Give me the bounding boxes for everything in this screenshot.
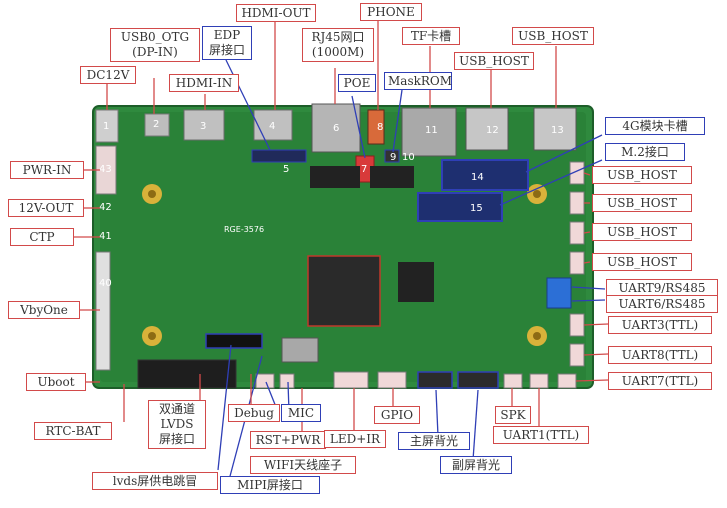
label-ctp: CTP xyxy=(10,228,74,246)
connector-number-41: 41 xyxy=(99,231,112,242)
connector-number-6: 6 xyxy=(333,123,339,134)
label-usb-host-r4: USB_HOST xyxy=(592,253,692,271)
label-m2: M.2接口 xyxy=(605,143,685,161)
rj45-port xyxy=(311,103,361,153)
label-phone: PHONE xyxy=(360,3,422,21)
label-gpio: GPIO xyxy=(374,406,420,424)
right-headers xyxy=(569,161,585,367)
label-pwr-in: PWR-IN xyxy=(10,161,84,179)
label-hdmi-out: HDMI-OUT xyxy=(236,4,316,22)
sub-backlight-header xyxy=(457,371,499,389)
connector-number-13: 13 xyxy=(551,125,564,136)
label-rj45: RJ45网口 (1000M) xyxy=(302,28,374,62)
label-usb0-otg: USB0_OTG (DP-IN) xyxy=(110,28,200,62)
label-vbyone: VbyOne xyxy=(8,301,80,319)
rs485-terminal xyxy=(546,277,572,309)
4g-module-slot xyxy=(441,159,529,191)
mounting-holes xyxy=(142,184,547,346)
connector-number-3: 3 xyxy=(200,121,206,132)
connector-number-43: 43 xyxy=(99,164,112,175)
connector-number-2: 2 xyxy=(153,119,159,130)
connector-number-9: 9 xyxy=(390,152,396,163)
usb-otg-port xyxy=(144,113,170,137)
connector-number-7: 7 xyxy=(361,164,367,175)
leader-lines-red xyxy=(74,20,609,448)
connector-number-11: 11 xyxy=(425,125,438,136)
lvds-header xyxy=(137,359,237,389)
label-spk: SPK xyxy=(495,406,531,424)
label-maskrom: MaskROM xyxy=(384,72,452,90)
label-lvds-jumper: lvds屏供电跳冒 xyxy=(92,472,218,490)
memory-chip-2 xyxy=(310,166,360,188)
maskrom-button xyxy=(384,149,400,163)
label-uart1: UART1(TTL) xyxy=(493,426,589,444)
hdmi-in-port xyxy=(183,109,225,141)
vbyone-connector xyxy=(95,251,111,371)
connector-number-15: 15 xyxy=(470,203,483,214)
soc-chip xyxy=(307,255,381,327)
board-model-text: RGE-3576 xyxy=(224,225,264,234)
top-connectors xyxy=(95,103,577,183)
connector-number-4: 4 xyxy=(269,121,275,132)
label-mipi: MIPI屏接口 xyxy=(220,476,320,494)
connector-number-5: 5 xyxy=(283,164,289,175)
label-main-backlight: 主屏背光 xyxy=(398,432,470,450)
connector-number-42: 42 xyxy=(99,202,112,213)
label-edp: EDP 屏接口 xyxy=(202,26,252,60)
label-usb-host-r1: USB_HOST xyxy=(592,166,692,184)
label-rst-pwr: RST+PWR xyxy=(250,431,326,449)
main-backlight-header xyxy=(417,371,453,389)
label-wifi-antenna: WIFI天线座子 xyxy=(250,456,356,474)
label-uboot: Uboot xyxy=(26,373,86,391)
connector-number-8: 8 xyxy=(377,122,383,133)
label-sub-backlight: 副屏背光 xyxy=(440,456,512,474)
usb-host-top1-port xyxy=(465,107,509,151)
label-usb-host-r3: USB_HOST xyxy=(592,223,692,241)
tf-slot xyxy=(401,107,457,157)
label-poe: POE xyxy=(338,74,376,92)
phone-jack xyxy=(367,109,385,145)
edp-connector xyxy=(251,149,307,163)
label-4g-module: 4G模块卡槽 xyxy=(605,117,705,135)
label-tf-slot: TF卡槽 xyxy=(402,27,460,45)
label-lvds-dual: 双通道 LVDS 屏接口 xyxy=(148,400,206,449)
connector-number-10: 10 xyxy=(402,152,415,163)
label-uart6: UART6/RS485 xyxy=(606,295,718,313)
label-led-ir: LED+IR xyxy=(324,430,386,448)
m2-slot xyxy=(417,192,503,222)
wifi-module xyxy=(281,337,319,363)
label-usb-host-top2: USB_HOST xyxy=(512,27,594,45)
connector-number-40: 40 xyxy=(99,278,112,289)
label-rtc-bat: RTC-BAT xyxy=(34,422,112,440)
label-usb-host-r2: USB_HOST xyxy=(592,194,692,212)
connector-number-12: 12 xyxy=(486,125,499,136)
label-12v-out: 12V-OUT xyxy=(8,199,84,217)
label-uart7: UART7(TTL) xyxy=(608,372,712,390)
label-usb-host-top1: USB_HOST xyxy=(454,52,534,70)
mipi-header xyxy=(205,333,263,349)
hdmi-out-port xyxy=(253,109,293,141)
label-mic: MIC xyxy=(281,404,321,422)
label-uart8: UART8(TTL) xyxy=(608,346,712,364)
label-dc12v: DC12V xyxy=(80,66,136,84)
connector-number-1: 1 xyxy=(103,121,109,132)
connector-number-14: 14 xyxy=(471,172,484,183)
label-debug: Debug xyxy=(228,404,280,422)
label-hdmi-in: HDMI-IN xyxy=(169,74,239,92)
label-uart3: UART3(TTL) xyxy=(608,316,712,334)
memory-chip-1 xyxy=(398,262,434,302)
usb-host-top2-port xyxy=(533,107,577,151)
memory-chip-3 xyxy=(370,166,414,188)
